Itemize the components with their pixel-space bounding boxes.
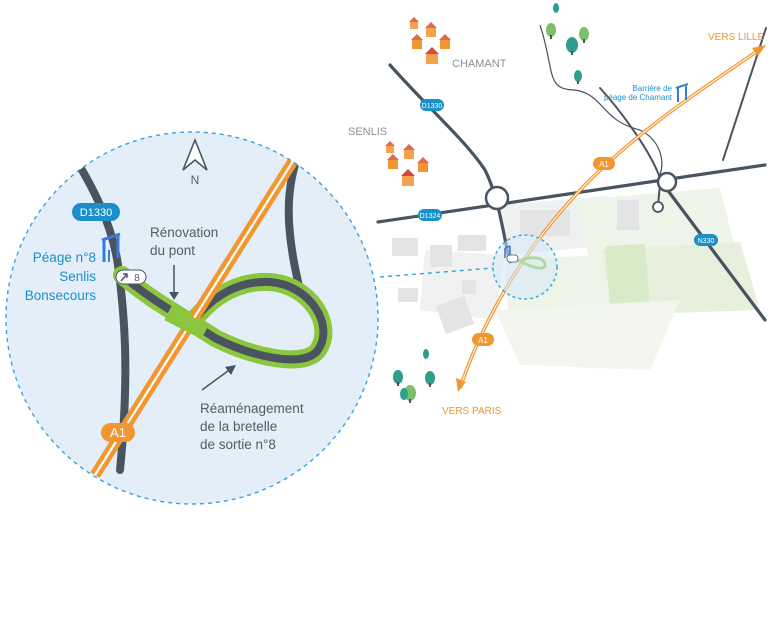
svg-text:D1330: D1330 (422, 103, 443, 110)
houses-senlis-icon (385, 141, 429, 186)
zoom-circle-border (5, 131, 379, 505)
arrow-diagonal-icon (201, 365, 236, 391)
callout-ramp-2: de la bretelle (200, 419, 277, 434)
toll-senlis-label-1: Péage n°8 (33, 250, 96, 265)
svg-text:D1324: D1324 (420, 213, 441, 220)
exit-badge-mini (506, 254, 519, 263)
zoom-locator-circle (492, 234, 558, 300)
toll-senlis-icon (101, 232, 121, 262)
toll-chamant-label-1: Barrière de (632, 84, 672, 93)
shield-d1324: D1324 (418, 209, 442, 221)
shield-d1330-mini: D1330 (420, 99, 444, 111)
compass-label: N (191, 173, 200, 187)
exit-arrow-icon (120, 273, 128, 282)
trees-north-icon (546, 3, 589, 84)
shield-a1-south: A1 (472, 333, 494, 346)
exit-badge: 8 (115, 269, 147, 285)
roundabouts (484, 171, 678, 213)
land-parcels (392, 188, 760, 370)
place-senlis: SENLIS (348, 126, 387, 138)
svg-text:A1: A1 (110, 425, 126, 440)
shield-n330: N330 (694, 234, 718, 246)
shield-a1-zoom: A1 (101, 423, 135, 442)
zoom-connector (379, 267, 494, 278)
callout-ramp-1: Réaménagement (200, 401, 304, 416)
compass-north-icon: N (182, 137, 208, 187)
direction-lille: VERS LILLE (708, 32, 764, 43)
river (539, 24, 663, 176)
toll-mini-icon (504, 245, 511, 258)
svg-text:A1: A1 (478, 336, 488, 345)
svg-text:N330: N330 (698, 238, 715, 245)
arrow-south-icon (456, 378, 466, 392)
bridge-highlight (164, 305, 209, 340)
callout-bridge-1: Rénovation (150, 225, 218, 240)
shield-a1-north: A1 (593, 157, 615, 170)
place-chamant: CHAMANT (452, 58, 507, 70)
toll-chamant-icon (675, 83, 689, 102)
svg-text:8: 8 (134, 273, 140, 284)
shield-d1330: D1330 (72, 203, 120, 221)
svg-text:A1: A1 (599, 160, 609, 169)
callout-ramp-3: de sortie n°8 (200, 437, 276, 452)
callout-bridge-2: du pont (150, 243, 195, 258)
zoom-inset: N D1330 Péage n°8 Senlis Bonsecours 8 Ré… (5, 131, 379, 505)
toll-senlis-label-2: Senlis (59, 269, 96, 284)
trees-south-icon (393, 349, 435, 403)
arrow-down-icon (169, 265, 179, 300)
overview-map: Barrière de péage de Chamant D1330 D1324… (348, 3, 767, 417)
toll-senlis-label-3: Bonsecours (25, 288, 97, 303)
arrow-north-icon (752, 45, 766, 56)
houses-chamant-icon (409, 17, 451, 64)
direction-paris: VERS PARIS (442, 406, 502, 417)
svg-text:D1330: D1330 (80, 207, 112, 219)
local-roads (376, 27, 767, 322)
toll-chamant-label-2: péage de Chamant (604, 93, 673, 102)
